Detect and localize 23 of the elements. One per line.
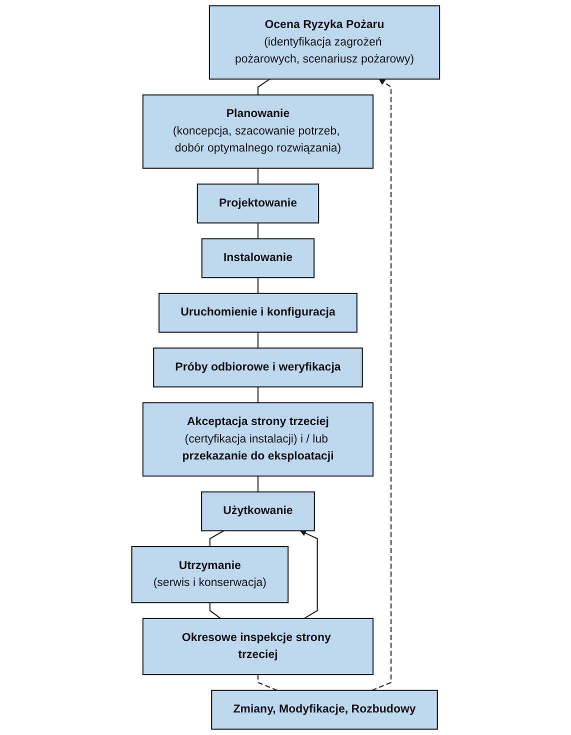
- node-box: Utrzymanie (serwis i konserwacja): [131, 546, 288, 604]
- connector: [257, 386, 258, 403]
- connector: [257, 168, 258, 184]
- node-box: Akceptacja strony trzeciej (certyfikacja instalacji) i / lub przekazanie do eksploatacji: [142, 402, 374, 477]
- arrow: [371, 78, 392, 691]
- connector: [257, 78, 270, 95]
- connector: [257, 222, 258, 239]
- connector: [257, 674, 278, 691]
- node-box: Ocena Ryzyka Pożaru (identyfikacja zagrożeń pożarowych, scenariusz pożarowy): [208, 5, 440, 80]
- connector: [209, 602, 221, 619]
- connector: [257, 332, 258, 348]
- connector: [257, 278, 258, 294]
- node-box: Planowanie (koncepcja, szacowanie potrzeb, dobór optymalnego rozwiązania): [142, 94, 374, 169]
- node-box: Okresowe inspekcje strony trzeciej: [142, 618, 374, 676]
- node-box: Projektowanie: [196, 184, 319, 224]
- node-box: Użytkowanie: [200, 491, 315, 532]
- arrow: [300, 530, 318, 619]
- node-box: Instalowanie: [201, 238, 314, 278]
- node-box: Zmiany, Modyfikacje, Rozbudowy: [210, 690, 438, 730]
- connector: [209, 530, 224, 547]
- node-box: Próby odbiorowe i weryfikacja: [152, 348, 363, 388]
- connector: [257, 476, 258, 492]
- node-box: Uruchomienie i konfiguracja: [158, 292, 358, 333]
